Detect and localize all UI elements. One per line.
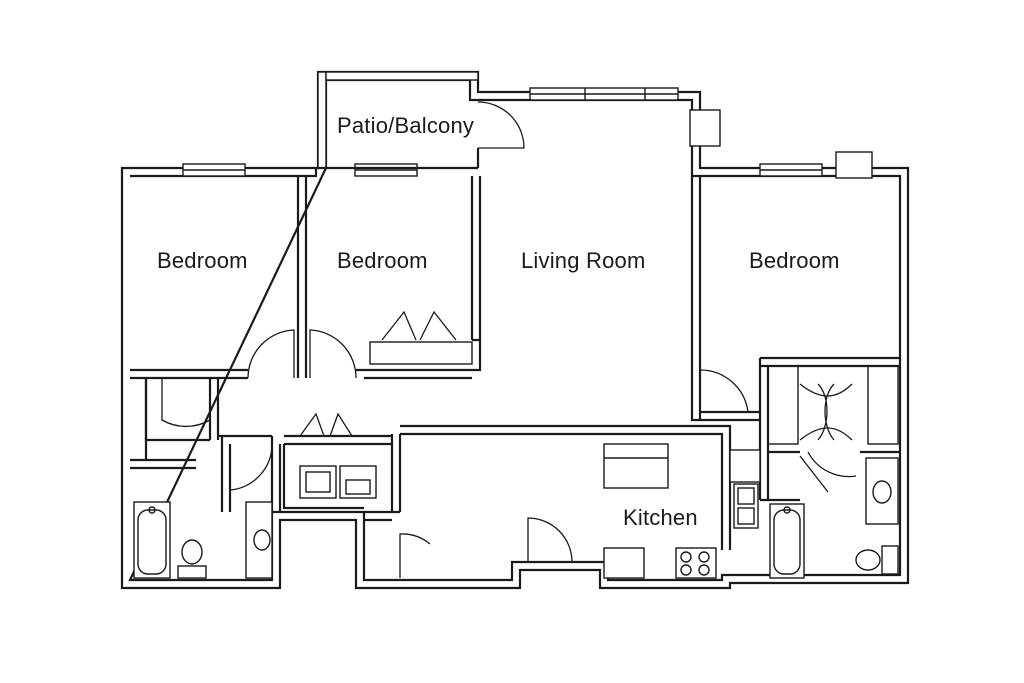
bathtub [769, 503, 805, 579]
windows [182, 71, 823, 177]
hvac-unit [689, 109, 721, 147]
kitchen-island [603, 443, 669, 489]
room-label-bedroom-middle: Bedroom [337, 248, 428, 273]
toilet [177, 565, 207, 579]
room-label-bedroom-left: Bedroom [157, 248, 248, 273]
toilet [881, 545, 899, 575]
vanity [245, 501, 273, 579]
room-label-living-room: Living Room [521, 248, 646, 273]
room-label-bedroom-right: Bedroom [749, 248, 840, 273]
refrigerator [729, 449, 761, 483]
dishwasher [603, 547, 645, 579]
room-label-patio: Patio/Balcony [337, 113, 475, 138]
vanity [865, 457, 899, 525]
hvac-unit [835, 151, 873, 179]
doors [161, 101, 857, 578]
interior-walls [130, 148, 900, 550]
fixtures [133, 443, 899, 579]
room-label-kitchen: Kitchen [623, 505, 698, 530]
